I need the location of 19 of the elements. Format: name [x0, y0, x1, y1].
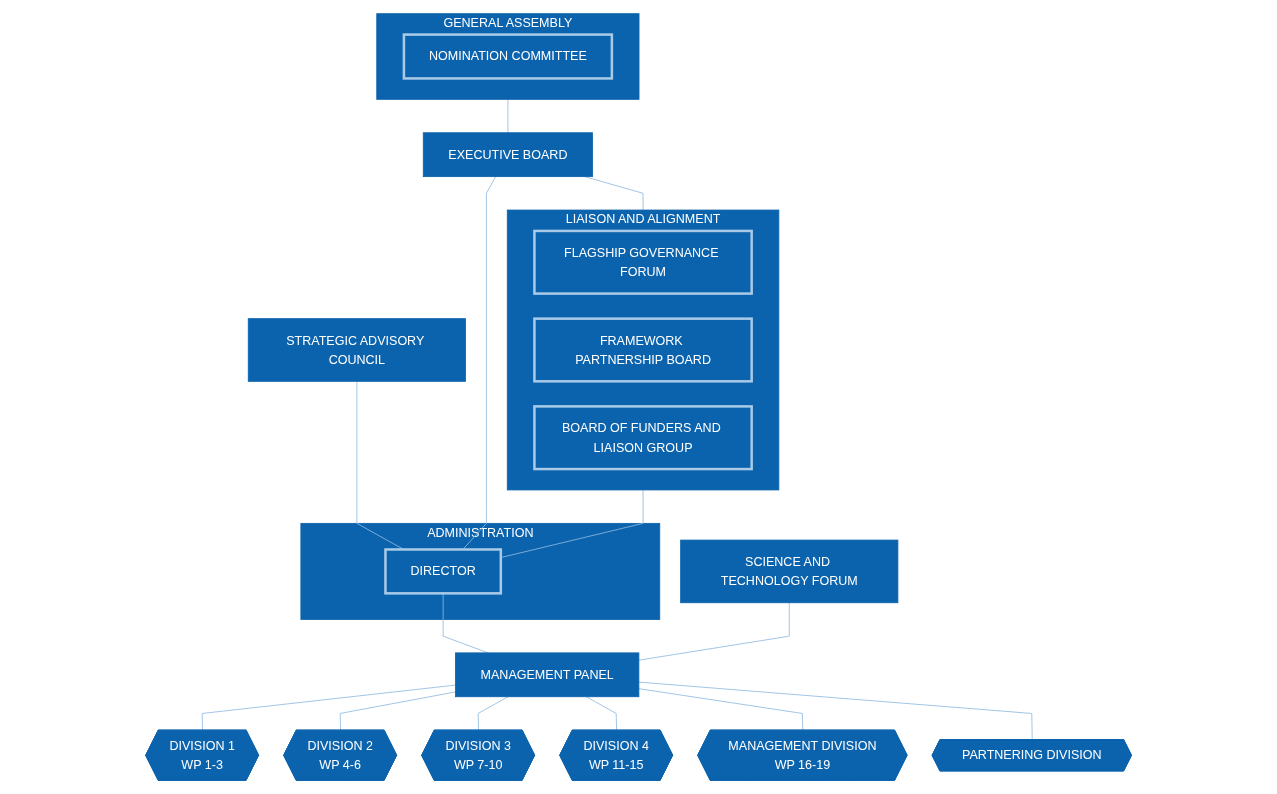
node-box: NOMINATION COMMITTEE — [402, 33, 614, 80]
connector — [339, 691, 456, 731]
connector — [638, 688, 804, 731]
connector — [585, 696, 617, 731]
connector — [638, 681, 1033, 741]
connector — [477, 696, 509, 731]
node-box: FLAGSHIP GOVERNANCE FORUM — [533, 229, 753, 295]
node-box: MANAGEMENT PANEL — [454, 652, 640, 698]
node-box: DIRECTOR — [384, 548, 502, 595]
node-box: SCIENCE AND TECHNOLOGY FORUM — [680, 539, 899, 604]
connector — [638, 602, 790, 661]
connector — [462, 176, 497, 550]
connector — [500, 489, 644, 558]
node-box: BOARD OF FUNDERS AND LIAISON GROUP — [533, 405, 753, 471]
connector — [507, 98, 509, 134]
connector — [201, 684, 456, 731]
node-box: EXECUTIVE BOARD — [422, 132, 593, 178]
node-box: FRAMEWORK PARTNERSHIP BOARD — [533, 317, 753, 383]
node-box: STRATEGIC ADVISORY COUNCIL — [247, 318, 466, 382]
